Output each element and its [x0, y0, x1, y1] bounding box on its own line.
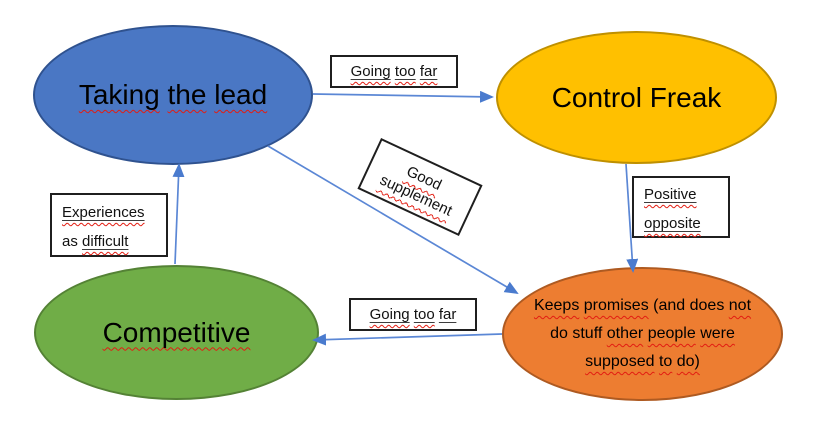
word: Freak — [649, 81, 722, 113]
word: too — [413, 306, 435, 323]
word: Going — [350, 63, 391, 80]
text-line: supposed to do) — [534, 348, 751, 376]
word: difficult — [82, 233, 129, 250]
node-keeps-promises: Keeps promises (and does not do stuff ot… — [502, 267, 783, 401]
word: as — [62, 233, 78, 250]
word: stuff — [572, 325, 603, 342]
word: Keeps — [533, 297, 580, 314]
node-competitive: Competitive — [34, 265, 319, 400]
label-text: Going too far — [351, 63, 438, 80]
word: not — [728, 297, 752, 314]
label-positive-opposite: Positive opposite — [632, 176, 730, 238]
text-line: Keeps promises (and does not — [534, 292, 751, 320]
label-text-line: Positive — [644, 180, 728, 209]
node-taking-the-lead: Taking the lead — [33, 25, 313, 165]
arrow-competitive-to-taking — [172, 163, 185, 265]
label-going-too-far-bottom: Going too far — [349, 298, 477, 331]
word: supposed — [585, 353, 655, 370]
word: Competitive — [102, 316, 251, 348]
arrow-taking-to-control — [312, 90, 494, 103]
node-control-freak: Control Freak — [496, 31, 777, 164]
word: to — [658, 353, 673, 370]
word: does — [689, 297, 725, 314]
label-experiences-as-difficult: Experiences as difficult — [50, 193, 168, 257]
word: other — [606, 325, 644, 342]
word: lead — [214, 79, 268, 110]
word: the — [167, 79, 207, 110]
word: (and — [653, 297, 686, 314]
node-competitive-label: Competitive — [103, 316, 251, 350]
word: promises — [583, 297, 649, 314]
arrow-control-to-keeps — [625, 163, 639, 273]
label-text-line: as difficult — [62, 227, 166, 256]
word: were — [700, 325, 735, 342]
word: too — [394, 63, 416, 80]
node-taking-the-lead-label: Taking the lead — [79, 78, 267, 112]
word: Positive — [644, 186, 697, 203]
node-keeps-promises-label: Keeps promises (and does not do stuff ot… — [534, 292, 751, 376]
label-text-line: opposite — [644, 209, 728, 238]
label-text: Going too far — [370, 306, 457, 323]
word: Taking — [78, 79, 160, 110]
arrow-keeps-to-competitive — [312, 333, 503, 346]
word: opposite — [644, 215, 701, 232]
word: Going — [369, 306, 410, 323]
word: people — [647, 325, 696, 342]
label-going-too-far-top: Going too far — [330, 55, 458, 88]
word: far — [419, 63, 438, 80]
arrow-taking-to-keeps — [267, 145, 519, 295]
word: far — [438, 306, 457, 323]
word: Experiences — [62, 204, 145, 221]
word: do — [550, 325, 568, 342]
label-text-line: Experiences — [62, 198, 166, 227]
word: Control — [551, 81, 642, 113]
word: do) — [676, 353, 700, 370]
node-control-freak-label: Control Freak — [552, 81, 722, 115]
text-line: do stuff other people were — [534, 320, 751, 348]
